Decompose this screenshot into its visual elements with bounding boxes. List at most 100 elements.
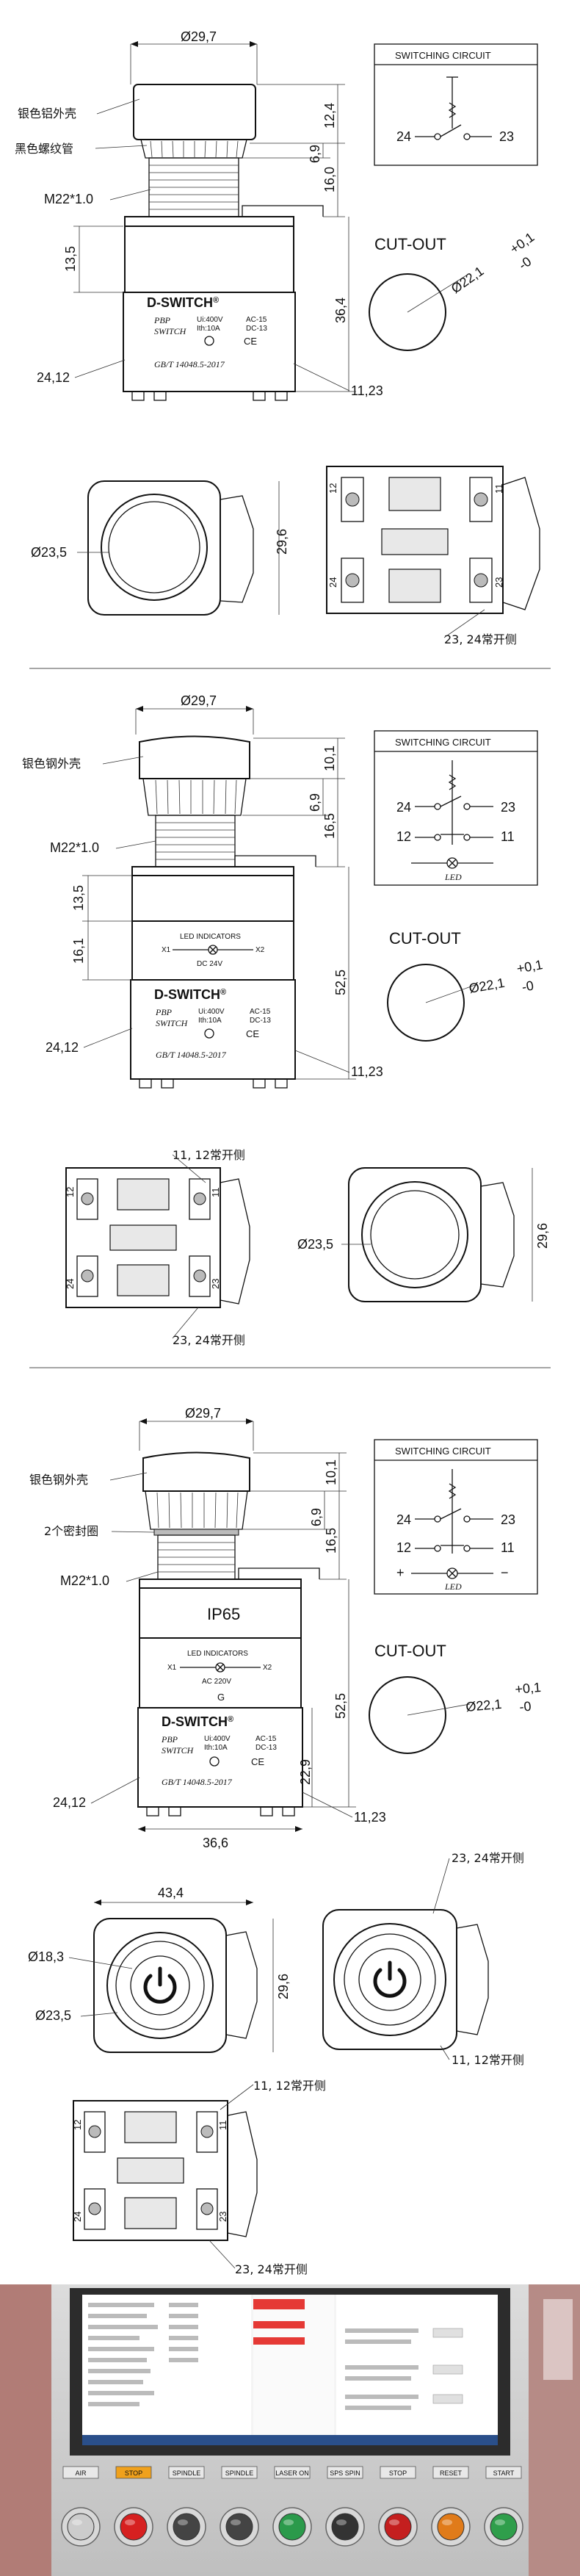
dim-16-5-s3: 16,5 [324,1528,338,1554]
note-23-24-no: 23, 24常开侧 [444,632,517,646]
ce-mark-icon: CE [251,1756,264,1767]
svg-text:23: 23 [217,2212,228,2222]
note-23-24-no-s2: 23, 24常开侧 [173,1333,245,1347]
model-sub-s2: SWITCH [156,1018,189,1028]
rating-ui-s2: Ui:400V [198,1008,225,1016]
cutout-tol-minus-s2: -0 [521,978,534,994]
panel-button-cap[interactable] [490,2513,518,2541]
circuit-led-s2: LED [444,872,462,882]
label-aluminium-shell: 银色铝外壳 [18,107,76,120]
panel-button-label: START [493,2469,515,2477]
rating-ac15-s2: AC-15 [250,1008,271,1016]
dim-13-5: 13,5 [63,246,78,272]
label-24-12-s2: 24,12 [46,1040,79,1055]
dim-10-1: 10,1 [322,746,337,771]
cutout-tol-plus-s2: +0,1 [515,957,543,976]
note-23-24-top: 23, 24常开侧 [452,1851,524,1865]
switching-circuit-box-s3 [374,1439,538,1595]
cutout-dia-s3: Ø22,1 [465,1697,503,1714]
dim-36-6: 36,6 [203,1836,228,1850]
switching-circuit-title-s2: SWITCHING CIRCUIT [395,737,491,748]
ce-mark-icon: CE [246,1028,259,1039]
svg-text:12: 12 [327,483,338,494]
application-photo: AIR STOP SPINDLE SPINDLE LASER ON SPS SPIN STO… [0,2284,580,2576]
panel-button-cap[interactable] [67,2513,95,2541]
led-x1: X1 [162,946,171,954]
panel-button-cap[interactable] [437,2513,465,2541]
cutout-circle-s3 [369,1676,446,1754]
section-2: Ø29,7 LED INDICATORS X1 X2 DC 24V [22,693,550,1347]
panel-button-label: STOP [125,2469,142,2477]
rating-ac15: AC-15 [246,316,267,324]
label-11-23: 11,23 [351,383,383,398]
circuit-led-s3: LED [444,1581,462,1592]
brand-logo-s2: D-SWITCH® [154,987,226,1002]
photo-scene: AIR STOP SPINDLE SPINDLE LASER ON SPS SPIN STO… [0,2284,580,2576]
panel-button-cap[interactable] [225,2513,253,2541]
section-1: Ø29,7 D-SWITCH® PBP [15,29,540,646]
button-row: AIR STOP SPINDLE SPINDLE LASER ON SPS SPIN STO… [61,2466,523,2547]
panel-button-cap[interactable] [278,2513,306,2541]
steel-cap-s3 [142,1451,250,1492]
led-x1-s3: X1 [167,1664,177,1672]
cert-mark-icon [209,1756,220,1767]
dim-dia-29-7: Ø29,7 [181,29,217,44]
label-24-12: 24,12 [37,370,70,385]
panel-push-button[interactable]: LASER ON [272,2466,312,2547]
panel-push-button[interactable]: START [484,2466,523,2547]
panel-push-button[interactable]: SPS SPIN [325,2466,365,2547]
panel-push-button[interactable]: STOP [114,2466,153,2547]
standard-label: GB/T 14048.5-2017 [154,359,225,369]
aluminium-cap [133,84,256,140]
model-sub-s3: SWITCH [162,1745,195,1756]
led-title: LED INDICATORS [180,933,241,941]
switching-circuit-title-s3: SWITCHING CIRCUIT [395,1446,491,1457]
panel-button-cap[interactable] [173,2513,200,2541]
circuit-terminal-24: 24 [396,129,411,144]
panel-push-button[interactable]: SPINDLE [167,2466,206,2547]
led-color-g: G [217,1692,225,1703]
circuit-terminal-12-s3: 12 [396,1540,411,1555]
section-3: Ø29,7 IP65 LED INDICATORS X1 X2 AC 2 [28,1406,542,2276]
label-steel-shell: 银色钢外壳 [22,757,81,771]
panel-button-cap[interactable] [120,2513,148,2541]
terminal-view [326,466,504,614]
panel-push-button[interactable]: AIR [61,2466,101,2547]
cutout-tol-plus: +0,1 [507,230,537,257]
cutout-circle-s2 [387,964,465,1042]
note-11-12-no-s3: 11, 12常开侧 [253,2079,326,2093]
panel-push-button[interactable]: SPINDLE [220,2466,259,2547]
circuit-terminal-11-s3: 11 [501,1540,515,1555]
panel-button-label: SPINDLE [173,2469,201,2477]
label-thread-s3: M22*1.0 [60,1573,109,1588]
panel-button-cap[interactable] [384,2513,412,2541]
dim-dia-23-5-s3: Ø23,5 [35,2008,71,2023]
brand-logo: D-SWITCH® [147,295,219,310]
panel-push-button[interactable]: STOP [378,2466,418,2547]
led-voltage-s3: AC 220V [202,1678,231,1686]
cutout-dia-s2: Ø22,1 [468,975,506,996]
cert-mark-icon [204,1028,214,1039]
rating-dc13-s2: DC-13 [250,1017,271,1025]
panel-button-label: STOP [389,2469,407,2477]
standard-s3: GB/T 14048.5-2017 [162,1777,233,1787]
model-label-s2: PBP [155,1007,173,1017]
panel-push-button[interactable]: RESET [431,2466,471,2547]
power-icon [373,1960,407,1998]
svg-text:11: 11 [493,484,504,494]
note-11-12-no-s2: 11, 12常开侧 [173,1148,245,1162]
svg-text:24: 24 [72,2212,83,2222]
rating-ac15-s3: AC-15 [255,1735,277,1743]
label-24-12-s3: 24,12 [53,1795,86,1810]
cutout-title-s2: CUT-OUT [389,929,461,948]
rating-ith-s2: Ith:10A [198,1017,222,1025]
terminal-view-s2 [65,1167,221,1308]
dim-36-4: 36,4 [333,297,348,323]
dim-13-5-s2: 13,5 [71,885,86,911]
dim-dia-29-7-s3: Ø29,7 [185,1406,221,1421]
panel-button-cap[interactable] [331,2513,359,2541]
dim-dia-23-5-s2: Ø23,5 [297,1237,333,1252]
dim-16-0: 16,0 [322,167,337,192]
svg-text:23: 23 [210,1279,221,1289]
rating-dc13-s3: DC-13 [255,1744,277,1752]
